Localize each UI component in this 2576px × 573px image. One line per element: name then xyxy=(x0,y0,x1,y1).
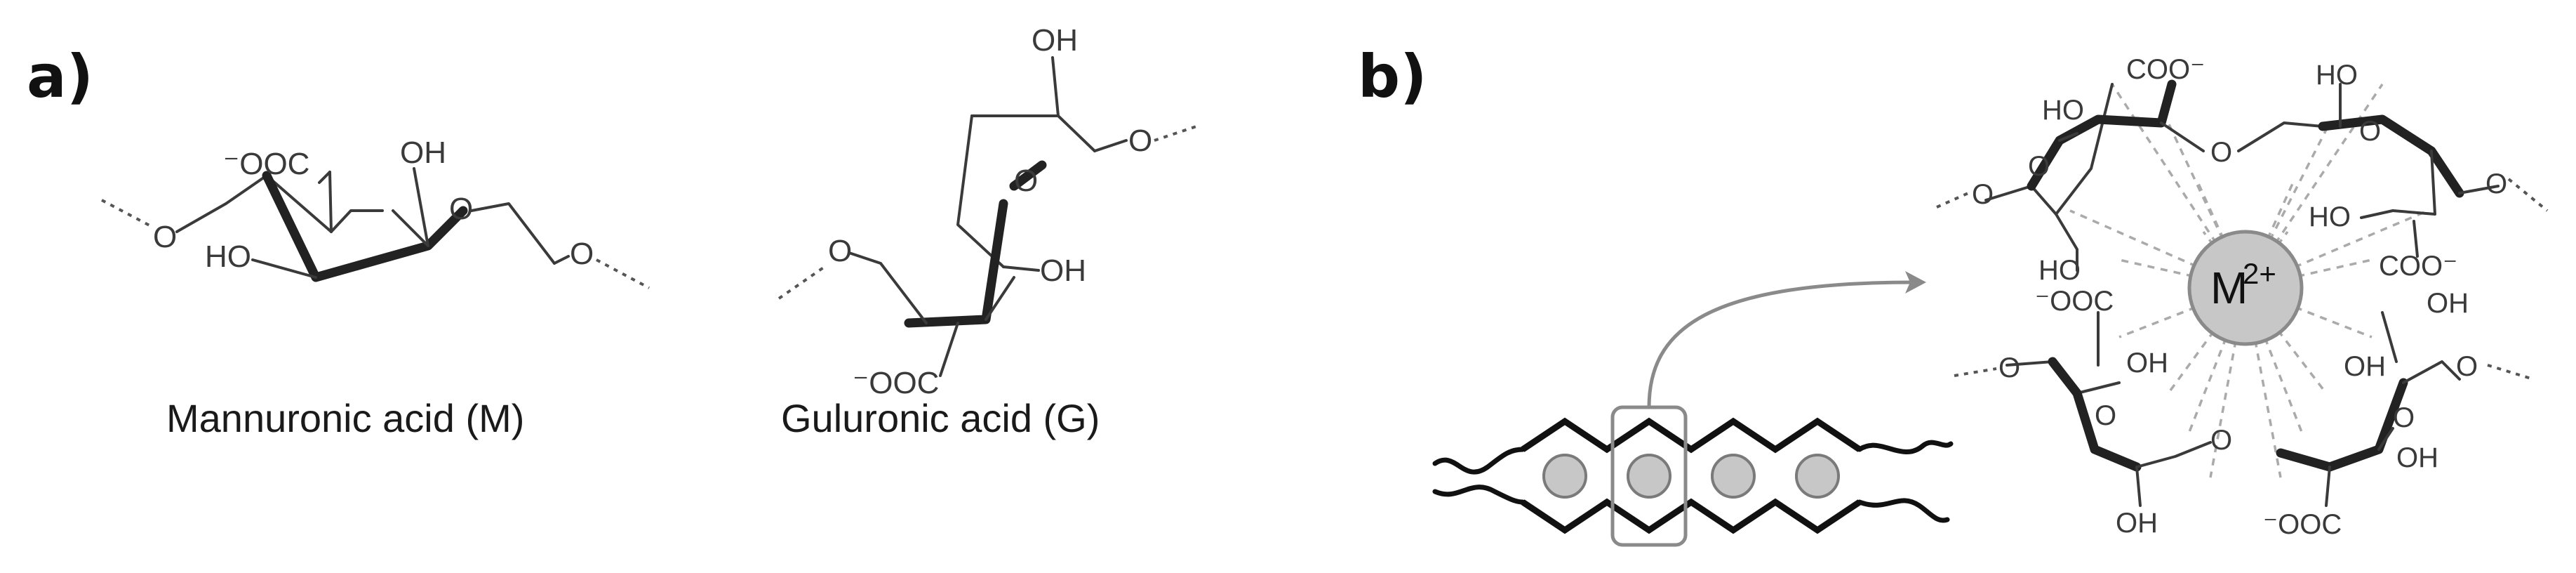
svg-text:⁻OOC: ⁻OOC xyxy=(2263,509,2342,540)
egg-box-upper xyxy=(1521,417,1862,454)
polymer-chain-left-bottom xyxy=(1432,485,1526,505)
guluronic-acid-structure: OH O O OH O ⁻OOC xyxy=(778,23,1197,400)
metal-ion xyxy=(2187,230,2304,346)
glycosidic-link-left xyxy=(101,199,152,228)
svg-text:O: O xyxy=(2359,116,2381,147)
guluronic-wedge xyxy=(1009,160,1047,191)
svg-text:O: O xyxy=(1998,353,2020,383)
mannuronic-link-o-right: O xyxy=(570,237,594,271)
svg-text:OH: OH xyxy=(2396,442,2438,473)
guluronic-oh-right: OH xyxy=(1040,253,1086,288)
mannuronic-link-o-left: O xyxy=(153,220,177,254)
svg-text:O: O xyxy=(2095,400,2116,431)
svg-text:O: O xyxy=(2028,151,2050,182)
mannuronic-acid-structure: O ⁻OOC OH O HO O xyxy=(101,136,650,289)
svg-text:OH: OH xyxy=(2116,508,2158,539)
polymer-chain-right-bottom xyxy=(1857,498,1950,523)
ion-charge: 2+ xyxy=(2243,257,2276,290)
cation-bead xyxy=(1711,454,1756,499)
mannuronic-ho-left: HO xyxy=(205,239,251,274)
coordination-lines xyxy=(2069,84,2429,478)
svg-text:⁻OOC: ⁻OOC xyxy=(2035,286,2114,317)
coordination-complex: O HO O COO⁻ HO O HO O O HO COO⁻ M 2+ O ⁻… xyxy=(1936,54,2549,540)
svg-text:OH: OH xyxy=(2126,348,2168,378)
mannuronic-ring-o: O xyxy=(449,192,473,226)
svg-text:OH: OH xyxy=(2344,351,2386,382)
svg-text:HO: HO xyxy=(2038,255,2081,286)
svg-text:O: O xyxy=(2210,425,2232,456)
guluronic-ring-o: O xyxy=(1014,164,1038,198)
mannuronic-oh-top: OH xyxy=(400,136,446,170)
ion-symbol: M xyxy=(2210,263,2248,313)
guluronic-link-o-right: O xyxy=(1128,124,1152,158)
guluronic-oh-top: OH xyxy=(1032,23,1078,58)
ring-front-bond xyxy=(262,171,468,282)
mannuronic-carboxylate: ⁻OOC xyxy=(223,147,309,181)
cation-bead xyxy=(1795,454,1840,499)
mannuronic-caption: Mannuronic acid (M) xyxy=(166,396,524,440)
polymer-chain-left-top xyxy=(1432,447,1526,475)
egg-box-lower xyxy=(1521,498,1862,534)
polymer-chain-right-top xyxy=(1857,440,1954,455)
svg-text:O: O xyxy=(2393,402,2415,433)
egg-box-schematic xyxy=(1432,271,1954,547)
guluronic-caption: Guluronic acid (G) xyxy=(781,396,1100,440)
svg-text:HO: HO xyxy=(2309,202,2351,232)
cation-bead xyxy=(1542,454,1587,499)
panel-a-label: a) xyxy=(27,42,93,111)
arrowhead xyxy=(1905,271,1926,294)
svg-text:HO: HO xyxy=(2316,60,2358,91)
guluronic-carboxylate: ⁻OOC xyxy=(853,366,939,400)
svg-text:O: O xyxy=(1972,179,1994,210)
svg-text:O: O xyxy=(2485,169,2507,199)
guluronic-link-o-left: O xyxy=(828,234,852,268)
svg-text:OH: OH xyxy=(2427,288,2469,319)
svg-text:COO⁻: COO⁻ xyxy=(2126,54,2205,85)
svg-text:HO: HO xyxy=(2042,95,2084,126)
ring-back-bond xyxy=(175,174,333,233)
panel-b-label: b) xyxy=(1358,42,1427,111)
cation-bead xyxy=(1627,454,1671,499)
svg-text:O: O xyxy=(2210,137,2232,168)
zoom-arrow xyxy=(1647,280,1923,408)
svg-text:O: O xyxy=(2456,351,2478,382)
